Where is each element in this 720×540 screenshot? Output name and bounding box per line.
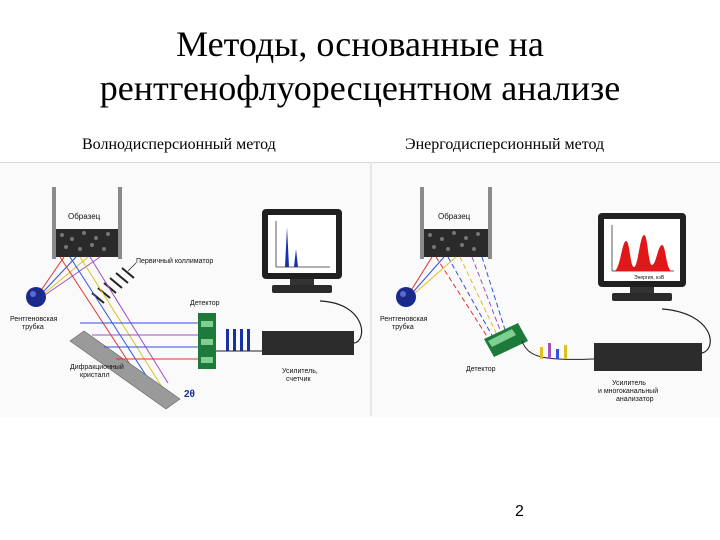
collimator-leader: [127, 262, 137, 272]
fluorescence-beams: [435, 256, 507, 342]
energy-dispersive-diagram: Образец Рентгеновская трубка Детектор: [372, 162, 720, 417]
sample-holder-left-post: [420, 187, 424, 259]
wavelength-dispersive-diagram: Образец Рентгеновская трубка Первичный к…: [0, 162, 370, 417]
detector-label: Детектор: [190, 300, 220, 307]
title-line-2: рентгенофлуоресцентном анализе: [99, 68, 621, 108]
amp-label-2: и многоканальный: [598, 387, 658, 395]
monitor-neck: [630, 287, 654, 293]
fluorescence-beams: [59, 256, 169, 396]
xray-tube-highlight: [30, 291, 36, 297]
crystal-label-1: Дифракционный: [70, 363, 124, 371]
xray-tube-highlight: [400, 291, 406, 297]
amp-label-2: счетчик: [286, 376, 311, 383]
wavelength-dispersive-svg: Образец Рентгеновская трубка Первичный к…: [10, 187, 363, 410]
energy-axis-label: Энергия, кэВ: [634, 275, 665, 281]
wavelength-dispersive-heading: Волнодисперсионный метод: [82, 136, 276, 153]
xray-tube: [396, 287, 416, 307]
primary-collimator: [91, 267, 135, 304]
tube-label-1: Рентгеновская: [380, 316, 428, 323]
sample-holder-right-post: [488, 187, 492, 259]
energy-dispersive-svg: Образец Рентгеновская трубка Детектор: [380, 187, 711, 403]
amp-label-3: анализатор: [616, 396, 654, 403]
sample-holder-left-post: [52, 187, 56, 259]
detector-pulses: [226, 329, 250, 351]
sample-holder-right-post: [118, 187, 122, 259]
detector-pulses: [540, 343, 567, 359]
sample-label: Образец: [438, 212, 471, 221]
crystal-label-2: кристалл: [80, 372, 110, 379]
collimator-label: Первичный коллиматор: [136, 257, 213, 265]
xray-tube: [26, 287, 46, 307]
spectrum-left-peaks: [280, 227, 298, 267]
amplifier-counter: [262, 331, 354, 355]
monitor-cable: [319, 300, 363, 344]
amp-label-1: Усилитель: [612, 380, 646, 387]
monitor-neck: [290, 279, 314, 285]
monitor-base: [272, 285, 332, 293]
detector-slot-2: [201, 339, 213, 345]
sample-texture: [428, 231, 480, 251]
energy-dispersive-heading: Энергодисперсионный метод: [405, 136, 605, 153]
detector-slot-3: [201, 357, 213, 363]
primary-beams: [411, 256, 457, 294]
title-line-1: Методы, основанные на: [176, 24, 544, 64]
angle-label: 2θ: [184, 389, 195, 400]
tube-label-2: трубка: [392, 323, 414, 331]
diffracted-beams: [80, 322, 198, 360]
diffraction-crystal: [69, 330, 181, 410]
detector-slot-1: [201, 321, 213, 327]
tube-label-1: Рентгеновская: [10, 316, 58, 323]
monitor-screen: [268, 215, 336, 273]
sample-texture: [60, 231, 110, 251]
amplifier-analyzer: [594, 343, 702, 371]
sample-label: Образец: [68, 212, 101, 221]
monitor-cable: [661, 308, 711, 354]
monitor-base: [612, 293, 672, 301]
detector-label: Детектор: [466, 366, 496, 373]
amp-label-1: Усилитель,: [282, 368, 318, 375]
page-number: 2: [515, 503, 524, 520]
panel-divider: [370, 162, 372, 416]
detector-window: [488, 329, 516, 347]
slide-title: Методы, основанные на рентгенофлуоресцен…: [0, 22, 720, 110]
spectrum-right-peaks: [614, 235, 672, 271]
tube-label-2: трубка: [22, 323, 44, 331]
